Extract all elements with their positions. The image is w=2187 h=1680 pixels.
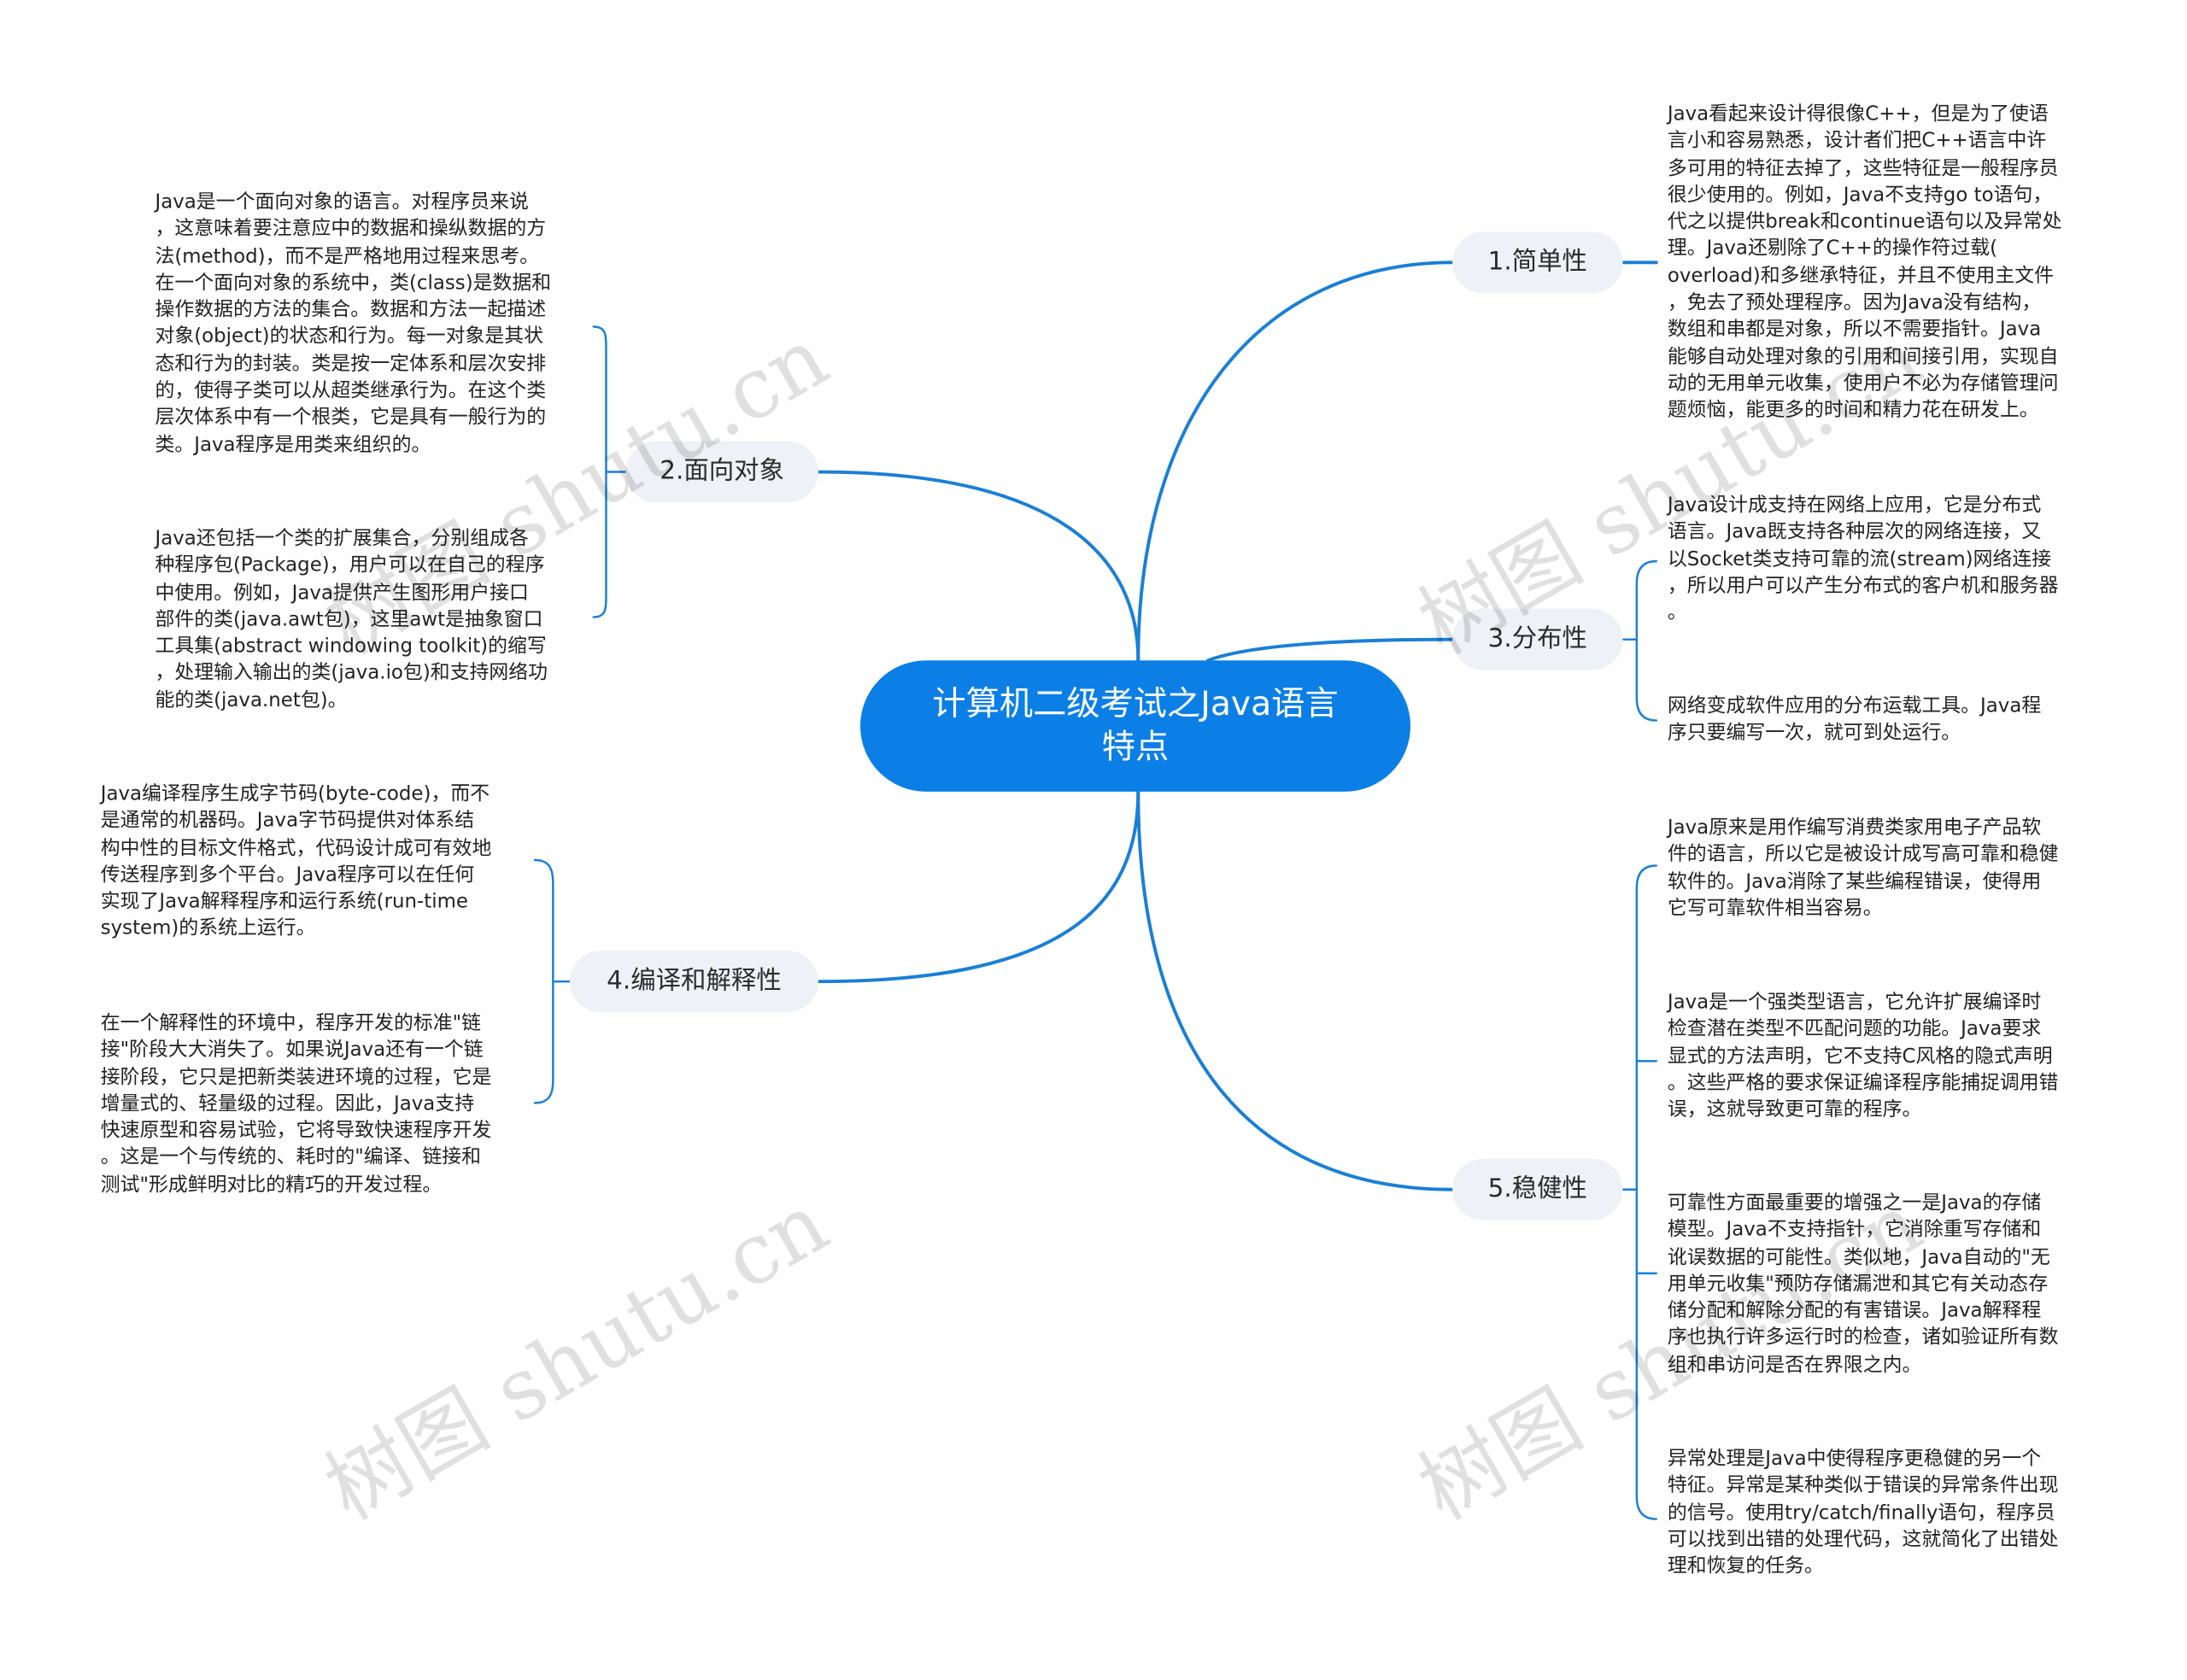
link-oo <box>816 470 1140 663</box>
leaf-robust-2: Java是一个强类型语言，它允许扩展编译时 检查潜在类型不匹配问题的功能。Jav… <box>1667 991 2059 1121</box>
leaf-compile-1: Java编译程序生成字节码(byte-code)，而不 是通常的机器码。Java… <box>100 783 492 940</box>
brace-oo <box>592 325 627 618</box>
leaf-robust-1: Java原来是用作编写消费类家用电子产品软 件的语言，所以它是被设计成写高可靠和… <box>1667 817 2059 921</box>
leaf-compile-2: 在一个解释性的环境中，程序开发的标准"链 接"阶段大大消失了。如果说Java还有… <box>100 1012 492 1197</box>
leaf-simple-1: Java看起来设计得很像C++，但是为了使语 言小和容易熟悉，设计者们把C++语… <box>1667 102 2062 423</box>
brace-compile <box>533 858 572 1104</box>
leaf-robust-3: 可靠性方面最重要的增强之一是Java的存储 模型。Java不支持指针，它消除重写… <box>1667 1192 2059 1377</box>
leaf-oo-1: Java是一个面向对象的语言。对程序员来说 ，这意味着要注意应中的数据和操纵数据… <box>155 190 552 457</box>
link-robust <box>1136 789 1455 1191</box>
leaf-oo-2: Java还包括一个类的扩展集合，分别组成各 种程序包(Package)，用户可以… <box>155 527 548 712</box>
branch-robustness[interactable]: 5.稳健性 <box>1452 1158 1623 1220</box>
root-title: 计算机二级考试之Java语言特点 <box>932 684 1339 767</box>
link-simple <box>1136 260 1455 663</box>
root-node[interactable]: 计算机二级考试之Java语言特点 <box>859 660 1411 792</box>
brace-robust <box>1621 864 1657 1520</box>
leaf-dist-1: Java设计成支持在网络上应用，它是分布式 语言。Java既支持各种层次的网络连… <box>1667 494 2059 625</box>
branch-object-oriented[interactable]: 2.面向对象 <box>625 441 818 503</box>
branch-simplicity[interactable]: 1.简单性 <box>1452 231 1623 294</box>
branch-compile-interpret[interactable]: 4.编译和解释性 <box>569 951 818 1013</box>
leaf-robust-4: 异常处理是Java中使得程序更稳健的另一个 特征。异常是某种类似于错误的异常条件… <box>1667 1448 2059 1578</box>
leaf-dist-2: 网络变成软件应用的分布运载工具。Java程 序只要编写一次，就可到处运行。 <box>1667 695 2042 745</box>
link-dist <box>1206 637 1455 663</box>
brace-dist <box>1621 559 1657 722</box>
branch-distributed[interactable]: 3.分布性 <box>1452 608 1623 670</box>
link-compile <box>816 789 1140 984</box>
